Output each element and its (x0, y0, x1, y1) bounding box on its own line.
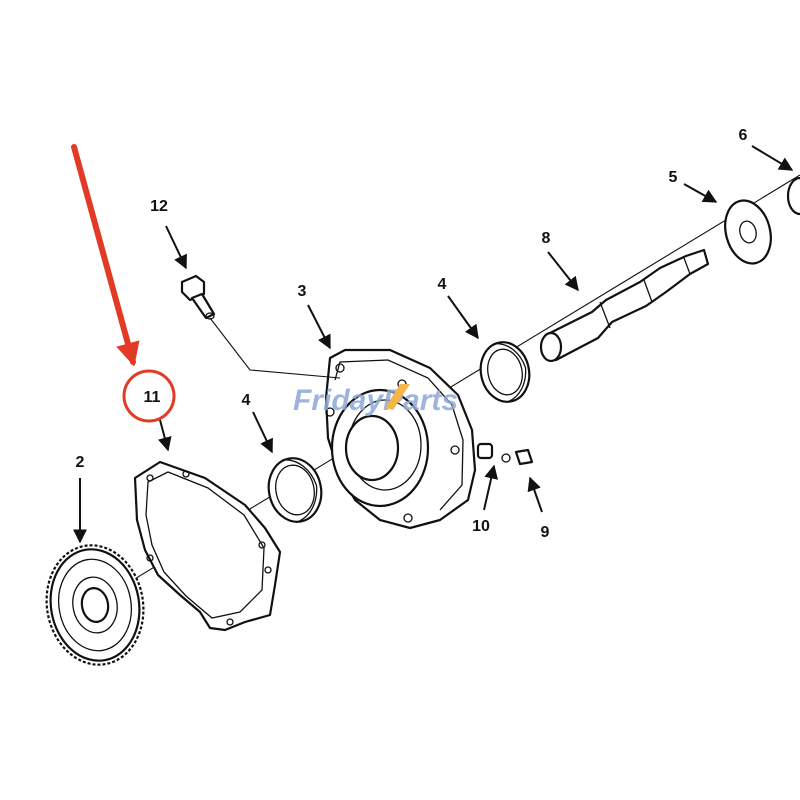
housing-part-3 (324, 348, 477, 530)
red-arrow (71, 144, 140, 367)
callout-label-4-left: 4 (242, 392, 251, 409)
callout-label-5: 5 (669, 169, 678, 186)
seal-part-4-left (267, 457, 323, 524)
highlight-circle (122, 369, 176, 423)
callout-label-9: 9 (541, 524, 550, 541)
callout-label-12: 12 (150, 198, 168, 215)
nut-part-6 (786, 176, 800, 216)
callout-label-6: 6 (739, 127, 748, 144)
gasket-part-11 (133, 460, 282, 632)
callout-leaders (73, 145, 794, 544)
callout-label-3: 3 (298, 283, 307, 300)
watermark-swoosh (385, 384, 410, 410)
callout-label-4-right: 4 (438, 276, 447, 293)
callout-label-11: 11 (144, 389, 161, 406)
callout-label-8: 8 (542, 230, 551, 247)
bolt-leader-line (209, 317, 341, 379)
watermark: FridayParts (293, 384, 458, 417)
plug-part-10 (476, 442, 494, 460)
watermark-part-1: Friday (293, 384, 384, 417)
callout-label-10: 10 (472, 518, 490, 535)
gear-part-2 (45, 544, 145, 666)
bolt-part-12 (180, 274, 216, 320)
shaft-part-8 (539, 248, 710, 363)
screw-part-9 (501, 448, 534, 466)
seal-part-4-right (479, 341, 531, 403)
callout-label-2: 2 (76, 454, 85, 471)
washer-part-5 (724, 199, 772, 265)
